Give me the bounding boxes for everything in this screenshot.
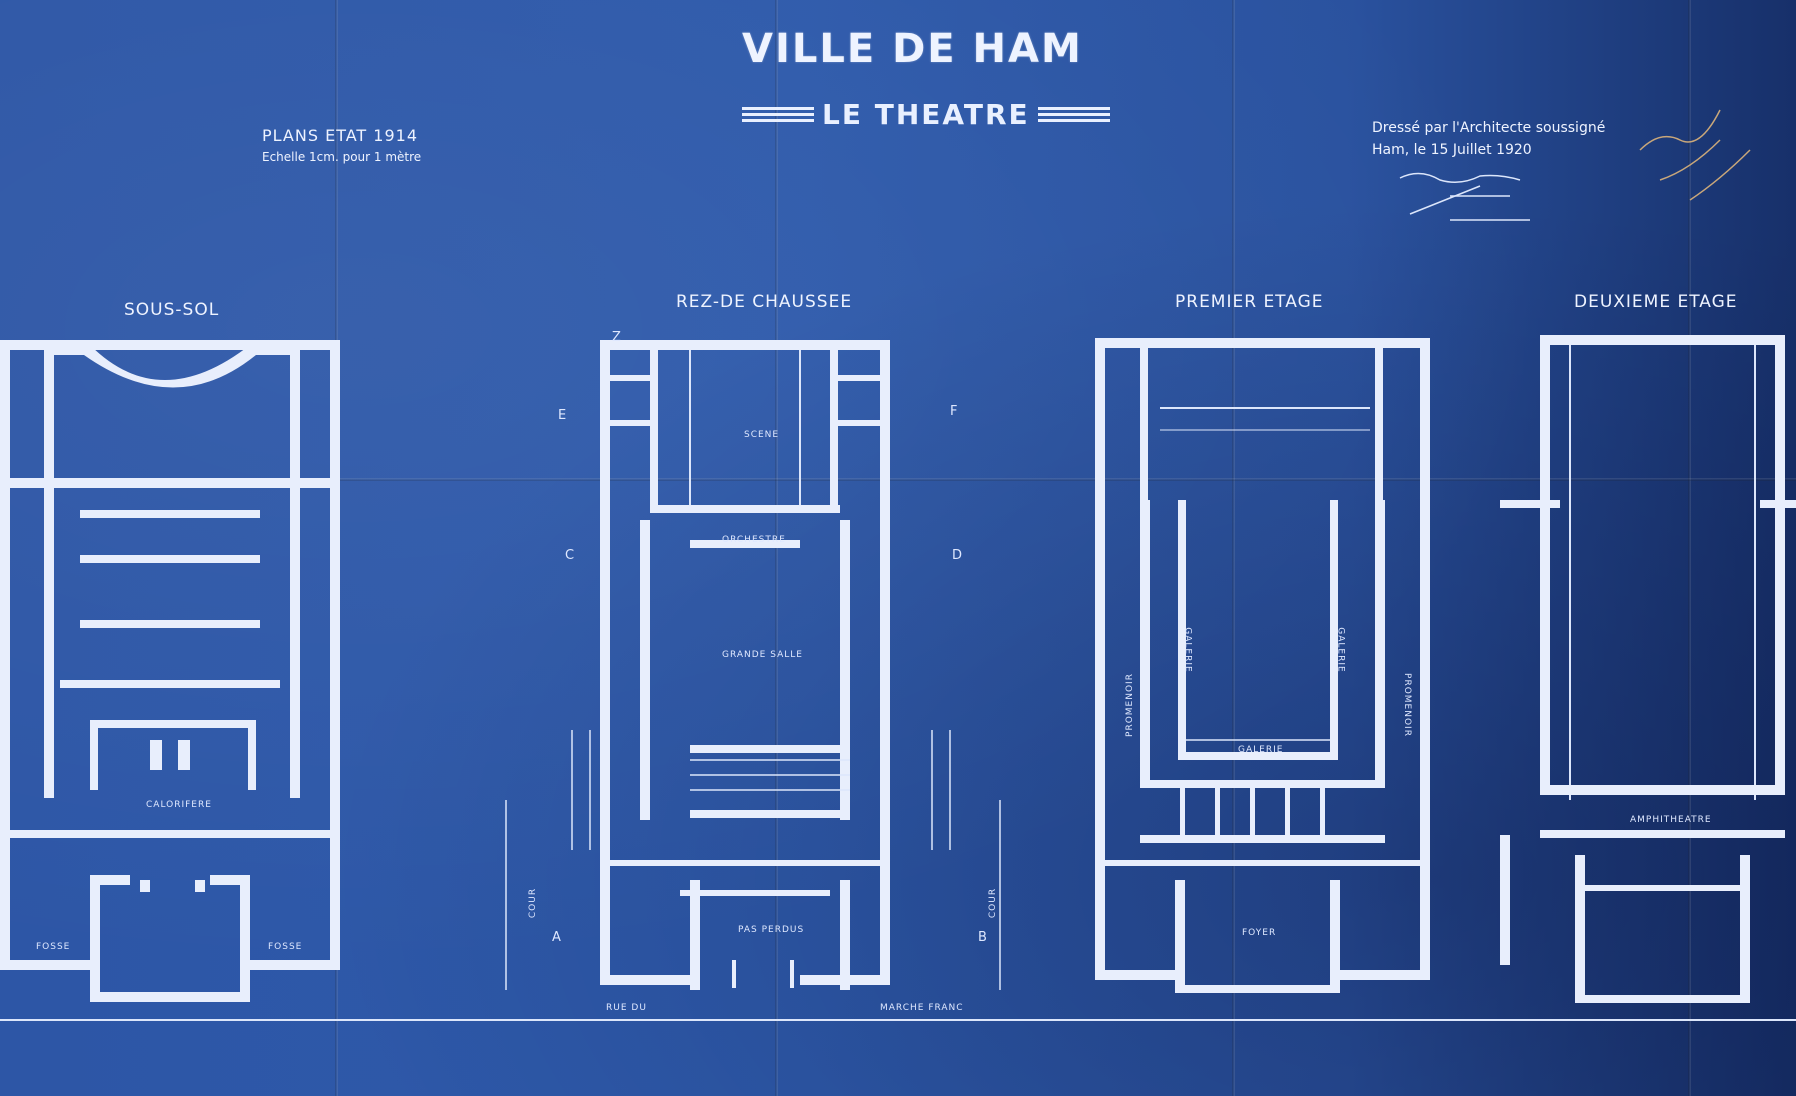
architect-signature: [1399, 172, 1530, 221]
room-label: GRANDE SALLE: [722, 650, 803, 660]
drawing-subtitle: LE THEATRE: [822, 98, 1030, 131]
section-marker: Z: [612, 330, 622, 345]
scale-label: Echelle 1cm. pour 1 mètre: [262, 150, 422, 164]
section-marker: D: [952, 548, 964, 563]
room-label: PROMENOIR: [1124, 673, 1135, 737]
floor-heading-premier-etage: PREMIER ETAGE: [1175, 292, 1324, 312]
cour-label: COUR: [528, 887, 539, 919]
plan-premier-etage: [1095, 338, 1430, 993]
plan-sous-sol: [0, 340, 340, 1002]
room-label: PROMENOIR: [1401, 673, 1412, 737]
architect-line: Dressé par l'Architecte soussigné: [1372, 120, 1606, 136]
room-label: ORCHESTRE: [722, 535, 786, 545]
cour-label: COUR: [988, 887, 999, 919]
room-label: FOSSE: [36, 942, 71, 952]
drawing-subtitle-row: LE THEATRE: [742, 98, 1110, 131]
room-label: SCENE: [744, 430, 780, 440]
fold-crease: [1232, 0, 1235, 1096]
section-marker: F: [950, 404, 959, 419]
room-label: PAS PERDUS: [738, 925, 805, 935]
room-label: FOYER: [1242, 928, 1277, 938]
room-label: GALERIE: [1238, 745, 1284, 755]
street-label: RUE DU: [606, 1003, 647, 1013]
room-label: CALORIFERE: [146, 800, 212, 810]
fold-crease: [1688, 0, 1691, 1096]
plan-rez-de-chaussee: [505, 340, 1001, 990]
section-marker: B: [978, 930, 988, 945]
room-label: GALERIE: [1182, 627, 1193, 673]
architect-date: Ham, le 15 Juillet 1920: [1372, 142, 1532, 158]
street-label: MARCHE FRANC: [880, 1003, 964, 1013]
room-label: FOSSE: [268, 942, 303, 952]
fold-crease: [0, 478, 1796, 481]
title-ornament: [1037, 107, 1110, 122]
section-marker: E: [558, 408, 568, 423]
title-ornament: [742, 107, 814, 122]
handwritten-annotation: [1639, 109, 1751, 201]
section-marker: A: [552, 930, 562, 945]
floor-heading-sous-sol: SOUS-SOL: [124, 300, 220, 320]
plan-deuxieme-etage: [1500, 335, 1796, 1003]
room-label: AMPHITHEATRE: [1630, 815, 1712, 825]
floor-heading-deuxieme-etage: DEUXIEME ETAGE: [1574, 292, 1738, 312]
floor-heading-rez-de-chaussee: REZ-DE CHAUSSEE: [676, 292, 853, 312]
room-label: GALERIE: [1335, 627, 1346, 673]
plans-label: PLANS ETAT 1914: [262, 126, 419, 145]
section-marker: C: [565, 548, 576, 563]
drawing-title: VILLE DE HAM: [742, 26, 1083, 72]
